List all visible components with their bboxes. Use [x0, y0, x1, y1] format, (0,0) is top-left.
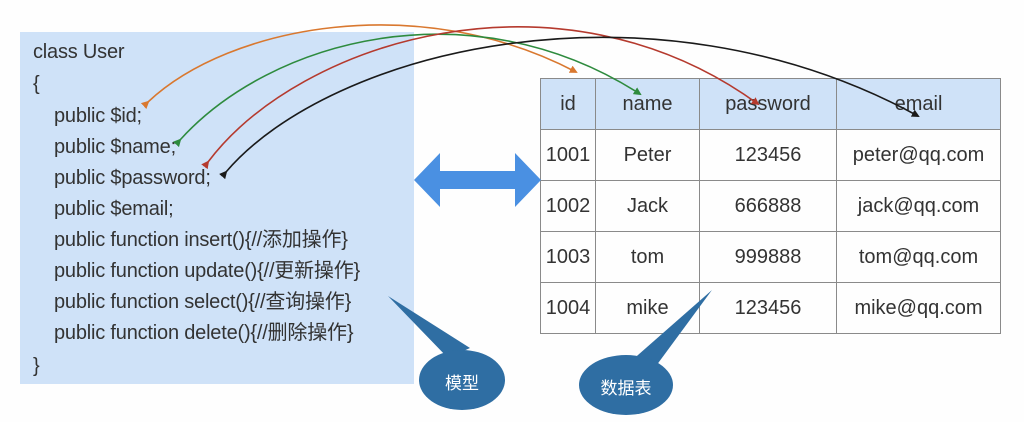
cell-email: jack@qq.com	[836, 180, 1001, 232]
cell-password: 123456	[699, 282, 837, 334]
cell-name: tom	[595, 231, 700, 283]
cell-name: mike	[595, 282, 700, 334]
code-line-close-brace: }	[33, 355, 40, 377]
callout-model	[388, 296, 505, 410]
cell-email: mike@qq.com	[836, 282, 1001, 334]
callout-table-label: 数据表	[600, 379, 652, 398]
code-line-prop-password: public $password;	[54, 167, 211, 189]
mapping-arrow-email	[219, 36, 920, 180]
mapping-arrow-name	[173, 33, 642, 148]
bidirectional-arrow-icon	[414, 153, 541, 207]
callout-data-table	[579, 290, 712, 415]
callout-model-label: 模型	[445, 374, 479, 393]
code-line-prop-name: public $name;	[54, 136, 176, 158]
mapping-arrow-id	[140, 24, 578, 110]
code-line-update: public function update(){//更新操作}	[54, 260, 360, 282]
code-line-prop-id: public $id;	[54, 105, 142, 127]
table-row: 1002 Jack 666888 jack@qq.com	[540, 180, 1001, 232]
code-line-insert: public function insert(){//添加操作}	[54, 229, 348, 251]
code-line-select: public function select(){//查询操作}	[54, 291, 352, 313]
table-row: 1004 mike 123456 mike@qq.com	[540, 282, 1001, 334]
cell-id: 1003	[540, 231, 596, 283]
cell-id: 1004	[540, 282, 596, 334]
cell-id: 1002	[540, 180, 596, 232]
code-line-delete: public function delete(){//删除操作}	[54, 322, 354, 344]
code-line-prop-email: public $email;	[54, 198, 174, 220]
cell-password: 666888	[699, 180, 837, 232]
code-line-class-decl: class User	[33, 41, 125, 63]
code-line-open-brace: {	[33, 73, 40, 95]
cell-email: tom@qq.com	[836, 231, 1001, 283]
